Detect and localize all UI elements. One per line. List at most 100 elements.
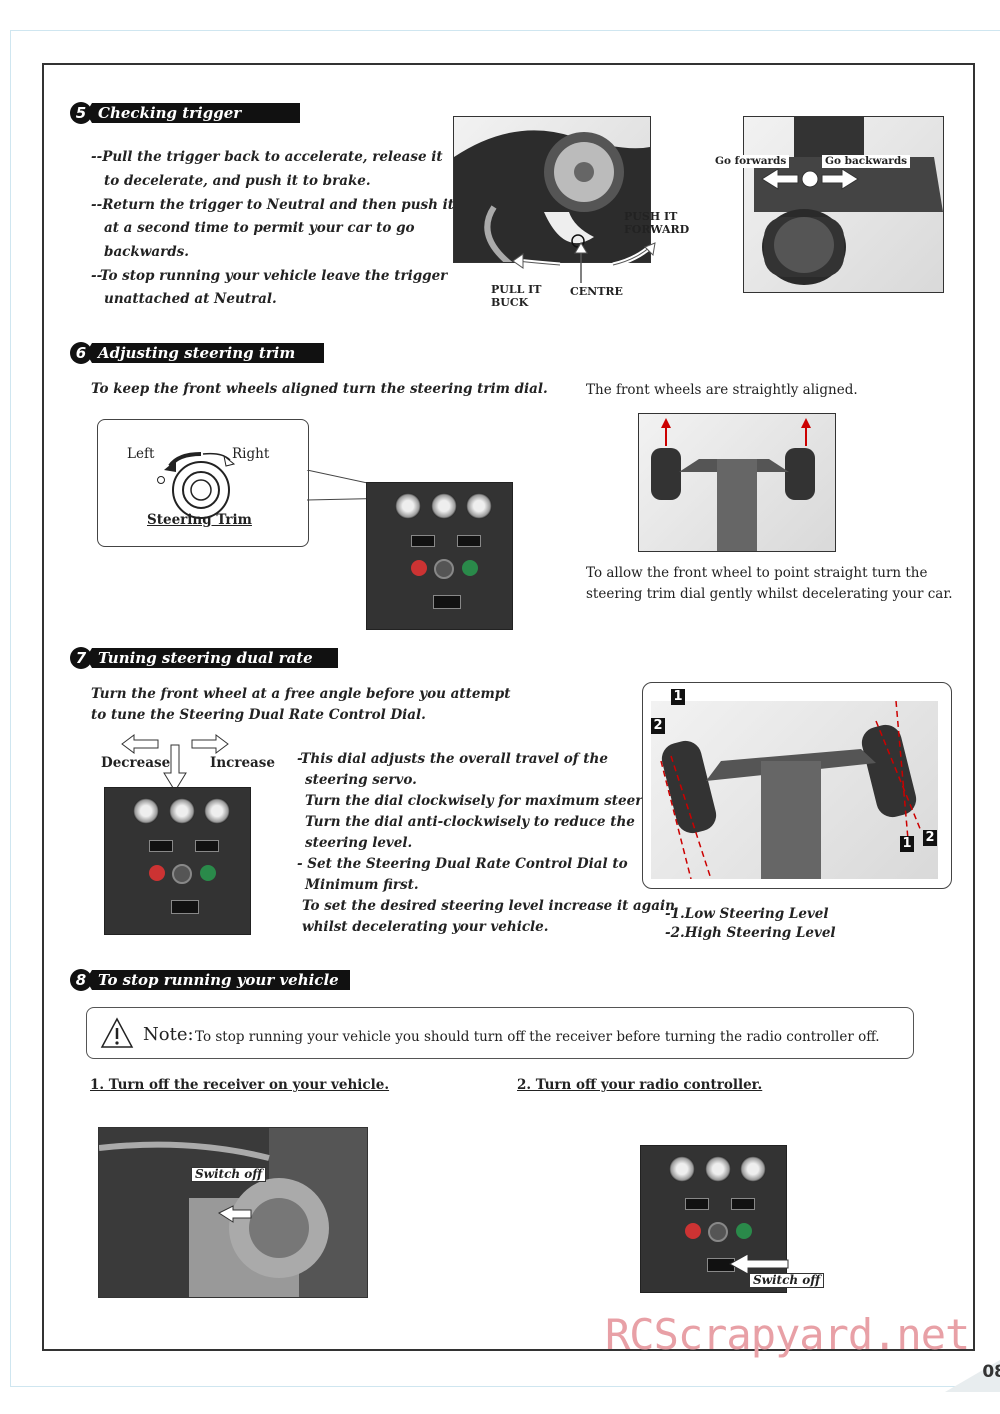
remote-panel-dual-rate xyxy=(104,787,251,935)
controller-switch-off-label: Switch off xyxy=(749,1273,825,1288)
steering-level-photo xyxy=(651,701,938,879)
go-forwards-label: Go forwards xyxy=(712,155,790,168)
decrease-increase-arrows xyxy=(121,734,229,792)
car-direction-photo xyxy=(743,116,944,293)
label-line: BUCK xyxy=(491,296,529,309)
receiver-switch-off-label: Switch off xyxy=(191,1167,267,1182)
text-line: --To stop running your vehicle leave the… xyxy=(91,268,448,284)
dual-rate-instructions: -This dial adjusts the overall travel of… xyxy=(297,749,675,938)
dual-rate-knob-icon xyxy=(169,798,195,824)
red-led-icon xyxy=(149,865,165,881)
text-line: -This dial adjusts the overall travel of… xyxy=(297,751,608,767)
increase-label: Increase xyxy=(210,755,275,771)
knob-icon xyxy=(431,493,457,519)
knob-icon xyxy=(133,798,159,824)
power-switch-icon xyxy=(171,900,199,914)
green-led-icon xyxy=(736,1223,752,1239)
section-number: 7 xyxy=(70,647,92,669)
text-line: steering trim dial gently whilst deceler… xyxy=(586,586,953,602)
level-1-tag-bottom: 1 xyxy=(900,836,914,852)
remote-panel-trim xyxy=(366,482,513,630)
left-label: Left xyxy=(127,446,155,462)
text-line: at a second time to permit your car to g… xyxy=(104,220,415,236)
right-label: Right xyxy=(232,446,270,462)
steering-trim-dial-icon xyxy=(157,452,236,519)
warning-icon xyxy=(100,1017,134,1048)
step-1-heading: 1. Turn off the receiver on your vehicle… xyxy=(90,1077,390,1093)
steering-trim-label: Steering Trim xyxy=(147,512,252,528)
page-border xyxy=(10,30,1000,1387)
level-1-tag-top: 1 xyxy=(671,689,685,705)
switch-icon xyxy=(411,535,435,547)
switch-icon xyxy=(149,840,173,852)
power-switch-icon xyxy=(433,595,461,609)
switch-off-arrow-icon xyxy=(728,1253,789,1275)
text-line: --Pull the trigger back to accelerate, r… xyxy=(91,149,443,165)
text-line: Minimum first. xyxy=(305,877,419,893)
go-backwards-label: Go backwards xyxy=(822,155,911,168)
label-line: PUSH IT xyxy=(624,210,678,223)
switch-icon xyxy=(685,1198,709,1210)
label-line: FORWARD xyxy=(624,223,690,236)
text-line: Turn the dial clockwisely for maximum st… xyxy=(305,793,672,809)
knob-icon xyxy=(204,798,230,824)
section-6-intro: To keep the front wheels aligned turn th… xyxy=(91,381,548,397)
switch-icon xyxy=(457,535,481,547)
receiver-illustration xyxy=(99,1128,367,1297)
section-title: Tuning steering dual rate dial xyxy=(86,648,338,668)
section-7-intro: Turn the front wheel at a free angle bef… xyxy=(91,684,510,726)
direction-arrows-icon xyxy=(761,168,859,190)
text-line: - Set the Steering Dual Rate Control Dia… xyxy=(297,856,628,872)
level-2-tag-left: 2 xyxy=(651,718,665,734)
text-line: --Return the trigger to Neutral and then… xyxy=(91,197,454,213)
section-7-header: 7 Tuning steering dual rate dial xyxy=(70,647,338,669)
text-line: To set the desired steering level increa… xyxy=(302,898,675,914)
green-led-icon xyxy=(462,560,478,576)
section-title: Checking trigger control xyxy=(86,103,300,123)
knob-icon xyxy=(466,493,492,519)
button-icon xyxy=(172,864,192,884)
transmitter-trigger-illustration xyxy=(454,130,650,262)
text-line: steering level. xyxy=(305,835,413,851)
step-2-heading: 2. Turn off your radio controller. xyxy=(517,1077,763,1093)
note-box: Note: To stop running your vehicle you s… xyxy=(86,1007,914,1059)
page-number: 08 xyxy=(982,1362,1000,1382)
pull-back-label: PULL IT BUCK xyxy=(491,283,542,309)
text-line: to decelerate, and push it to brake. xyxy=(104,173,371,189)
steering-level-legend: -1.Low Steering Level -2.High Steering L… xyxy=(665,905,836,943)
trigger-arrows xyxy=(512,242,656,283)
text-line: to tune the Steering Dual Rate Control D… xyxy=(91,707,426,723)
switch-icon xyxy=(731,1198,755,1210)
knob-icon xyxy=(669,1156,695,1182)
centre-label: CENTRE xyxy=(570,285,623,298)
chassis-aligned-illustration xyxy=(651,418,815,551)
text-line: To allow the front wheel to point straig… xyxy=(586,565,928,581)
steering-trim-callout: Left Right Steering Trim xyxy=(97,419,309,547)
label-line: PULL IT xyxy=(491,283,542,296)
button-icon xyxy=(708,1222,728,1242)
text-line: unattached at Neutral. xyxy=(104,291,277,307)
note-text: To stop running your vehicle you should … xyxy=(195,1029,880,1045)
push-forward-label: PUSH IT FORWARD xyxy=(624,210,689,236)
chassis-turned-illustration xyxy=(660,701,922,879)
section-number: 6 xyxy=(70,342,92,364)
switch-icon xyxy=(195,840,219,852)
text-line: whilst decelerating your vehicle. xyxy=(302,919,549,935)
remote-panel-power xyxy=(640,1145,787,1293)
section-number: 8 xyxy=(70,969,92,991)
trigger-photo xyxy=(453,116,651,263)
content-frame xyxy=(42,63,975,1351)
decrease-label: Decrease xyxy=(101,755,171,771)
green-led-icon xyxy=(200,865,216,881)
steering-level-frame xyxy=(642,682,952,889)
text-line: Turn the front wheel at a free angle bef… xyxy=(91,686,511,702)
section-number: 5 xyxy=(70,102,92,124)
legend-item: -2.High Steering Level xyxy=(665,925,836,941)
text-line: steering servo. xyxy=(305,772,417,788)
watermark: RCScrapyard.net xyxy=(605,1310,970,1359)
car-rear-illustration xyxy=(754,117,943,285)
level-2-tag-right: 2 xyxy=(923,830,937,846)
text-line: Turn the dial anti-clockwisely to reduce… xyxy=(305,814,635,830)
section-title: To stop running your vehicle xyxy=(86,970,350,990)
section-5-header: 5 Checking trigger control xyxy=(70,102,300,124)
